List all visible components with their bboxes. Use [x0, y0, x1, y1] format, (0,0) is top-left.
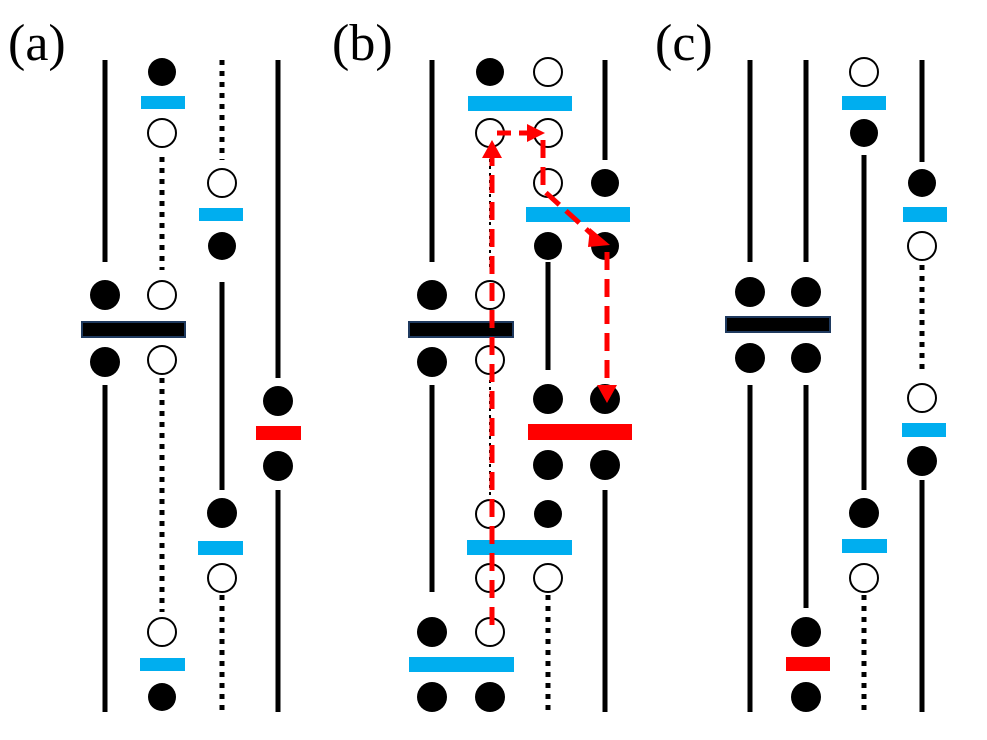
- black-bar: [725, 316, 831, 333]
- arrowhead-icon: [597, 385, 617, 403]
- filled-circle: [263, 386, 293, 416]
- filled-circle: [90, 347, 120, 377]
- filled-circle: [208, 232, 236, 260]
- filled-circle: [417, 682, 447, 712]
- filled-circle: [263, 451, 293, 481]
- filled-circle: [533, 384, 563, 414]
- arrowhead-icon: [588, 228, 610, 247]
- blue-bar: [903, 207, 947, 222]
- blue-bar: [140, 658, 185, 671]
- blue-bar: [141, 96, 185, 109]
- open-circle: [147, 617, 177, 647]
- filled-circle: [148, 58, 176, 86]
- panel-c: (c): [655, 15, 947, 712]
- blue-bar: [902, 423, 946, 437]
- red-bar: [786, 657, 830, 671]
- open-circle: [907, 383, 937, 413]
- open-circle: [207, 563, 237, 593]
- filled-circle: [207, 498, 237, 528]
- arrowhead-icon: [482, 140, 502, 158]
- red-dashed-path: [540, 140, 598, 240]
- filled-circle: [476, 58, 504, 86]
- red-dashed-loop: [482, 124, 617, 625]
- open-circle: [907, 231, 937, 261]
- filled-circle: [417, 280, 447, 310]
- filled-circle: [417, 347, 447, 377]
- filled-circle: [791, 343, 821, 373]
- filled-circle: [534, 500, 562, 528]
- filled-circle: [534, 232, 562, 260]
- black-bar: [408, 321, 514, 338]
- filled-circle: [417, 617, 447, 647]
- panel-a: (a): [8, 15, 301, 712]
- filled-circle: [791, 277, 821, 307]
- filled-circle: [148, 683, 176, 711]
- filled-circle: [791, 617, 821, 647]
- open-circle: [147, 345, 177, 375]
- blue-bar: [199, 208, 243, 221]
- filled-circle: [591, 169, 619, 197]
- filled-circle: [735, 277, 765, 307]
- blue-bar: [468, 96, 572, 111]
- blue-bar: [842, 539, 887, 553]
- filled-circle: [90, 280, 120, 310]
- open-circle: [849, 57, 879, 87]
- filled-circle: [590, 450, 620, 480]
- panel-b: (b): [332, 15, 632, 712]
- panel-a-label: (a): [8, 15, 66, 72]
- panel-c-label: (c): [655, 15, 713, 72]
- red-bar: [256, 426, 301, 440]
- blue-bar: [467, 540, 572, 555]
- filled-circle: [849, 498, 879, 528]
- blue-bar: [842, 96, 886, 110]
- blue-bar: [409, 657, 514, 672]
- blue-bar: [198, 541, 243, 555]
- open-circle: [533, 57, 563, 87]
- open-circle: [533, 563, 563, 593]
- filled-circle: [533, 450, 563, 480]
- open-circle: [207, 168, 237, 198]
- filled-circle: [850, 119, 878, 147]
- open-circle: [147, 280, 177, 310]
- filled-circle: [735, 343, 765, 373]
- red-bar: [528, 424, 632, 440]
- open-circle: [849, 563, 879, 593]
- panel-b-label: (b): [332, 15, 393, 72]
- arrowhead-icon: [527, 124, 545, 142]
- filled-circle: [907, 446, 937, 476]
- filled-circle: [475, 682, 505, 712]
- blue-bar: [526, 207, 630, 222]
- filled-circle: [791, 682, 821, 712]
- filled-circle: [908, 169, 936, 197]
- black-bar: [81, 321, 186, 338]
- open-circle: [147, 118, 177, 148]
